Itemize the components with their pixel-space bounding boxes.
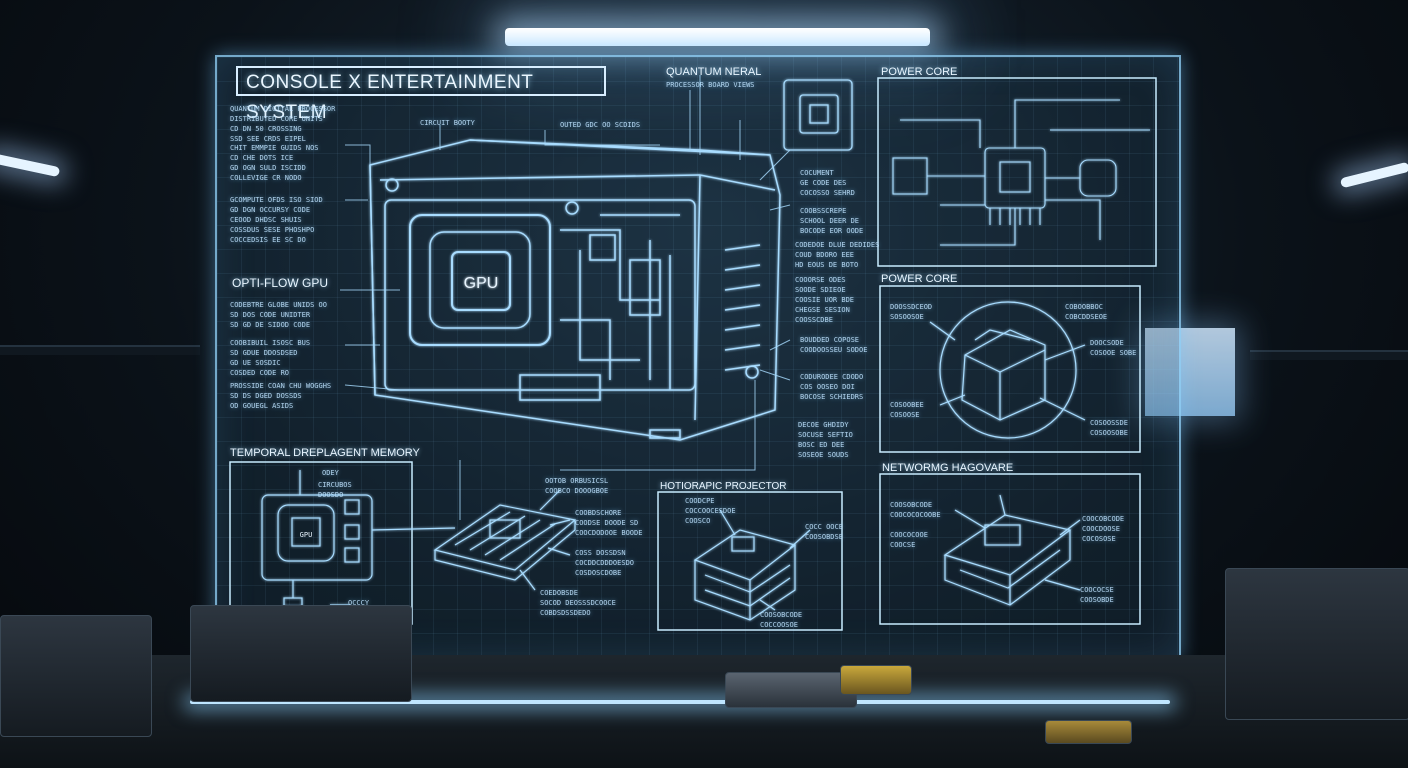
gpu-chip-label: GPU [464,275,499,292]
callout-pc2-4: COSOOBEE COSOOSE [890,401,924,419]
case-right [1225,568,1408,720]
spec-block-1: QUANTUM DIGITAL PROCESSOR DISTRIBUTED CO… [230,105,336,143]
memory-chip-label: GPU [300,531,313,539]
callout-net-4: COOCOCSE COOSOBDE [1080,586,1114,604]
callout-pc2-3: DOOCSODE COSOOE SOBE [1090,339,1137,357]
opti-flow-header: OPTI-FLOW GPU [232,276,328,290]
callout-net-1: COOSOBCODE COOCOCOCOOBE [890,501,941,519]
temporal-memory-header: TEMPORAL DREPLAGENT MEMORY [230,447,420,459]
holographic-panel [657,491,843,631]
quantum-subheader: PROCESSOR BOARD VIEWS [666,81,755,89]
ceiling-light [505,28,930,46]
networking-panel [879,473,1141,625]
case-far-left [0,615,152,737]
callout-mem-2: CIRCUBOS DOOSDO [318,481,352,499]
callout-net-3: COOCOBCODE COOCDOOSE COCOSOSE [1082,515,1125,543]
power-core-panel-2 [879,285,1141,453]
spec-block-5: COOBIBUIL ISOSC BUS SD GDUE DDOSDSED GD … [230,339,311,377]
callout-mid-4: COEDOBSDE SOCOD DEOSSSDCOOCE COBDSDSSDED… [540,589,616,617]
power-core-panel-1 [877,77,1157,267]
chip-on-desk [840,665,912,695]
component-on-desk [1045,720,1132,744]
networking-header: NETWORMG HAGOVARE [882,462,1014,474]
holographic-header: HOTIORAPIC PROJECTOR [660,481,787,492]
background-monitor [1145,328,1235,416]
callout-right-2: COOBSSCREPE SCHOOL DEER DE BOCODE EOR OO… [800,207,864,235]
hologram-panel [215,55,1181,659]
page-title: CONSOLE X ENTERTAINMENT SYSTEM [236,66,606,123]
circuit-board-on-desk [725,672,857,708]
callout-pc2-2: COBOOBBOC COBCDDSEOE [1065,303,1108,321]
circuit-board [433,489,577,591]
toolbox-left [190,605,412,702]
power-core-header-1: POWER CORE [881,66,958,78]
quantum-header: QUANTUM NERAL [666,66,762,78]
callout-top-1: CIRCUIT BOOTY [420,119,475,127]
callout-right-1: COCUMENT GE CODE DES COCOSSO SEHRD [800,169,855,197]
callout-right-6: CODURODEE CDODO COS OOSEO DOI BOCOSE SCH… [800,373,864,401]
callout-mid-1: OOTOB ORBUSICSL COOBCO DOOOGBOE [545,477,609,495]
console-body [369,139,781,441]
callout-net-2: COOCOCOOE COOCSE [890,531,928,549]
spec-block-4: CODEBTRE GLOBE UNIDS OO SD DOS CODE UNID… [230,301,327,329]
spec-block-2: CHIT EMMPIE GUIDS NOS CD CHE DOTS ICE GD… [230,144,319,182]
callout-holo-2: COCC OOCE COOSOBDSE [805,523,843,541]
callout-mid-3: COSS DOSSDSN COCDDCDDDOESDO COSDOSCDOBE [575,549,635,577]
spec-block-3: GCOMPUTE OFDS ISO SIOD GD DGN OCCURSY CO… [230,196,323,244]
spec-block-6: PROSSIDE COAN CHU WOGGHS SD DS DGED DOSS… [230,382,332,410]
callout-right-3: CODEDOE DLUE DEDIDES COUD BDORO EEE HD E… [795,241,880,269]
callout-mem-1: ODEY [322,469,339,477]
shelf-left [0,345,200,355]
projector-light-strip [190,700,1170,704]
callout-mem-3: OCCCY [348,599,370,607]
callout-pc2-5: COSOOSSDE COSOOSOBE [1090,419,1128,437]
shelf-right [1250,350,1408,360]
callout-right-5: BOUDDED COPOSE COODOOSSEU SODOE [800,336,868,354]
callout-top-2: OUTED GDC OO SCDIDS [560,121,641,129]
callout-right-4: COOORSE ODES SOODE SDIEOE COOSIE UOR BDE… [795,276,855,324]
callout-pc2-1: DOOSSDCEOD SOSOOSOE [890,303,933,321]
callout-holo-3: COOSOBCODE COCCOOSOE [760,611,803,629]
callout-mid-2: COOBDSCHORE COODSE DOODE SD COOCDODOOE B… [575,509,643,537]
power-core-header-2: POWER CORE [881,273,958,285]
callout-holo-1: COODCPE COCCOOCESDOE COOSCO [685,497,736,525]
callout-right-7: DECOE GHDIDY SOCUSE SEFTIO BOSC ED DEE S… [798,421,853,459]
